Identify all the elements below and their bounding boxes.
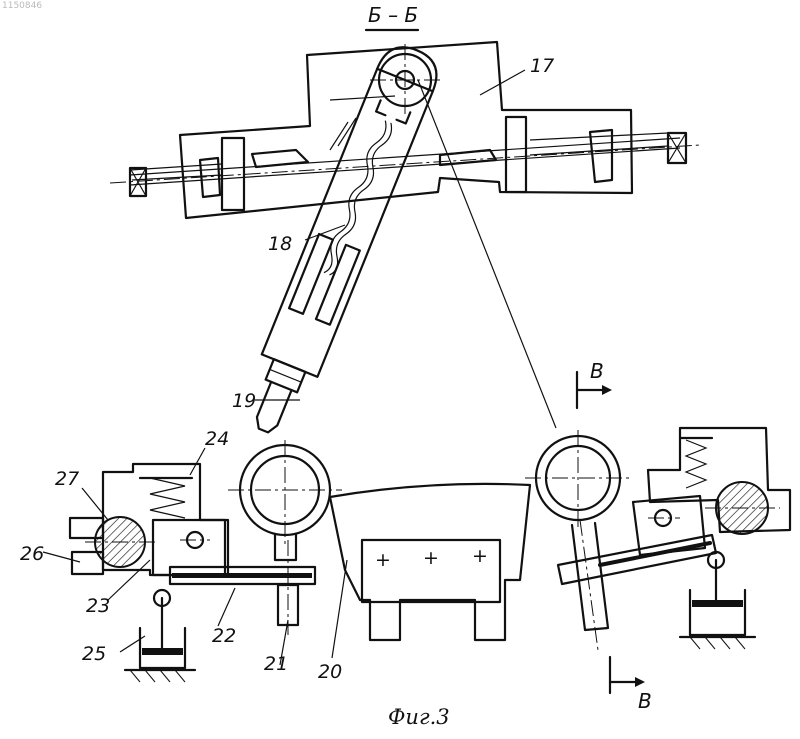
plus-mark: +: [375, 549, 391, 571]
belt-line: [418, 80, 556, 428]
cut-label-bottom: В: [638, 689, 652, 713]
label-part-19: 19: [232, 390, 256, 412]
left-clamp: [70, 464, 315, 682]
left-roller: [228, 440, 342, 635]
top-pulley: [370, 44, 440, 116]
label-part-21: 21: [264, 653, 288, 675]
section-cut-bottom: В: [610, 657, 652, 713]
section-label: Б – Б: [368, 3, 418, 27]
right-roller: [525, 430, 632, 650]
plus-mark: +: [423, 547, 439, 569]
section-cut-top: В: [577, 359, 612, 408]
label-part-26: 26: [20, 543, 44, 565]
label-part-22: 22: [212, 625, 236, 647]
watermark: 1150846: [2, 1, 42, 11]
label-part-23: 23: [86, 595, 110, 617]
plus-mark: +: [472, 545, 488, 567]
housing-17: [110, 42, 700, 218]
label-part-18: 18: [268, 233, 292, 255]
label-part-25: 25: [82, 643, 106, 665]
label-part-24: 24: [205, 428, 229, 450]
label-part-27: 27: [55, 468, 79, 490]
cut-label-top: В: [590, 359, 604, 383]
figure-caption: Фиг.3: [388, 705, 450, 729]
label-part-20: 20: [318, 661, 342, 683]
label-part-17: 17: [530, 55, 554, 77]
workpiece-20: + + +: [330, 484, 530, 640]
